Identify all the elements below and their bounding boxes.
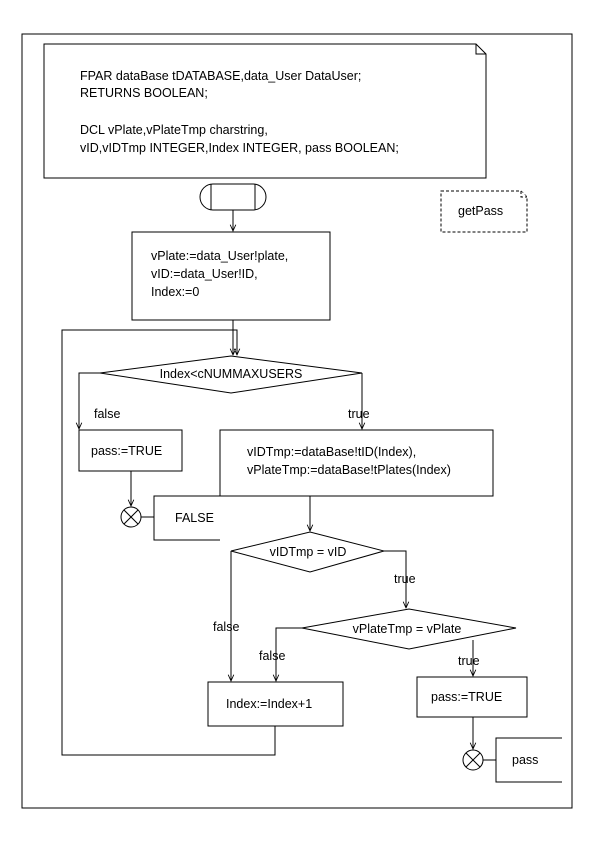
procedure-reference-label: getPass [458,204,503,218]
return-comment-pass: pass [483,737,562,783]
return-comment-false: FALSE [141,495,220,541]
init-task-line-2: vID:=data_User!ID, [151,267,258,281]
id-decision[interactable]: vIDTmp = vID [230,531,386,573]
false-task[interactable]: pass:=TRUE [78,429,183,472]
init-task-line-3: Index:=0 [151,285,199,299]
flow-loop-false [79,372,100,429]
fetch-task-line-1: vIDTmp:=dataBase!tID(Index), [247,445,416,459]
false-task-label: pass:=TRUE [91,444,162,458]
declaration-line-2: RETURNS BOOLEAN; [80,86,208,100]
return-comment-false-label: FALSE [175,511,214,525]
procedure-start-symbol [199,183,267,211]
return-symbol-false [120,506,142,528]
id-decision-label: vIDTmp = vID [270,545,347,559]
plate-decision[interactable]: vPlateTmp = vPlate [301,608,517,650]
loop-false-label: false [94,407,120,421]
declaration-line-5: vID,vIDTmp INTEGER,Index INTEGER, pass B… [80,141,399,155]
flow-id-true [384,550,406,608]
increment-task[interactable]: Index:=Index+1 [207,681,344,727]
loop-decision-label: Index<cNUMMAXUSERS [160,367,303,381]
pass-task[interactable]: pass:=TRUE [416,676,528,718]
fetch-task-line-2: vPlateTmp:=dataBase!tPlates(Index) [247,463,451,477]
procedure-reference-symbol[interactable]: getPass [440,190,528,233]
declaration-text-symbol: FPAR dataBase tDATABASE,data_User DataUs… [43,43,487,179]
loop-true-label: true [348,407,370,421]
plate-false-label: false [259,649,285,663]
declaration-line-4: DCL vPlate,vPlateTmp charstring, [80,123,268,137]
loop-back-connector [61,329,276,756]
return-symbol-pass [462,749,484,771]
plate-decision-label: vPlateTmp = vPlate [353,622,462,636]
increment-task-label: Index:=Index+1 [226,697,312,711]
diagram-frame [21,33,573,809]
id-false-label: false [213,620,239,634]
pass-task-label: pass:=TRUE [431,690,502,704]
loop-decision[interactable]: Index<cNUMMAXUSERS [99,355,363,394]
init-task[interactable]: vPlate:=data_User!plate, vID:=data_User!… [131,231,331,321]
fetch-task[interactable]: vIDTmp:=dataBase!tID(Index), vPlateTmp:=… [219,429,494,497]
return-comment-pass-label: pass [512,753,538,767]
id-true-label: true [394,572,416,586]
flow-plate-false [276,627,302,681]
declaration-line-1: FPAR dataBase tDATABASE,data_User DataUs… [80,69,361,83]
plate-true-label: true [458,654,480,668]
init-task-line-1: vPlate:=data_User!plate, [151,249,288,263]
